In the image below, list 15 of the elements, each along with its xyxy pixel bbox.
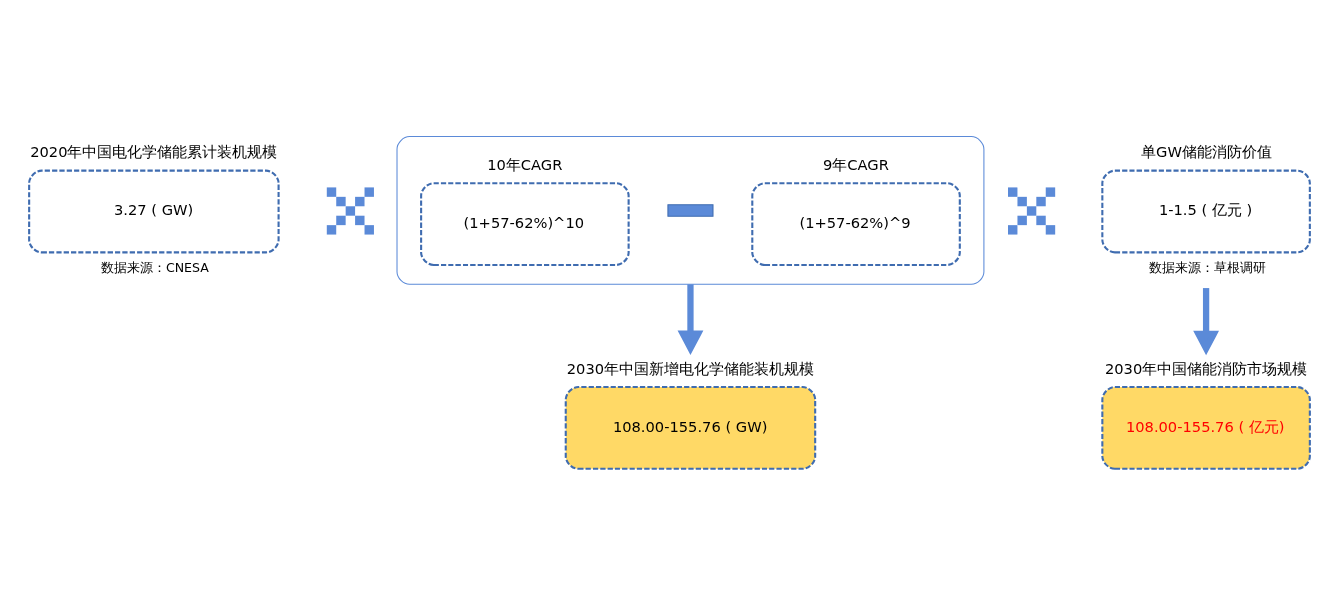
node-box: 1-1.5 ( 亿元 ) [1101, 169, 1311, 254]
cluster [396, 136, 985, 285]
node-label: 数据来源：草根调研 [1148, 259, 1266, 275]
node-label: 10年CAGR [487, 155, 563, 173]
node-label: 2030年中国新增电化学储能装机规模 [566, 359, 815, 377]
node-bar [667, 204, 714, 217]
node-label: 2020年中国电化学储能累计装机规模 [30, 143, 278, 161]
node-label: 数据来源：CNESA [100, 259, 209, 275]
node-label: 单GW储能消防价值 [1141, 143, 1272, 161]
node-label: 9年CAGR [823, 155, 889, 173]
node-box: (1+57-62%)^10 [420, 182, 630, 266]
arrow [677, 284, 704, 356]
node-label: 2030年中国储能消防市场规模 [1104, 359, 1308, 377]
node-box: (1+57-62%)^9 [751, 182, 961, 266]
node-box: 3.27 ( GW) [28, 169, 280, 254]
